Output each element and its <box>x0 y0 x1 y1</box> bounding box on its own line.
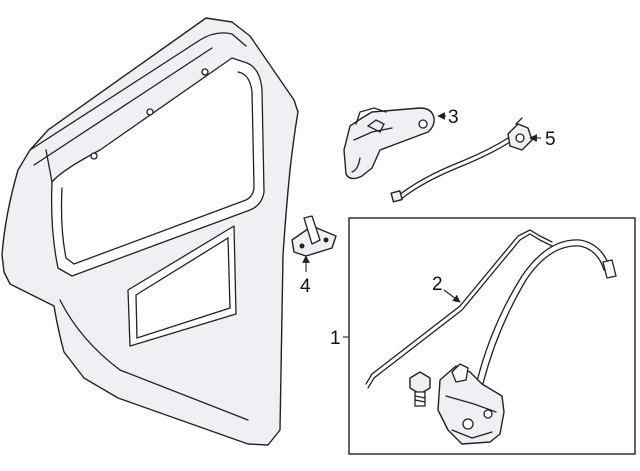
callout-1: 1 <box>330 328 341 349</box>
callout-4: 4 <box>300 276 311 297</box>
latch-assembly-part <box>437 363 505 445</box>
callout-5: 5 <box>545 129 556 150</box>
liftgate-panel <box>1 17 299 446</box>
callout-3: 3 <box>448 107 459 128</box>
rod-and-clip-part <box>390 117 533 203</box>
callout-2: 2 <box>432 274 443 295</box>
latch-kit-box <box>348 217 636 455</box>
bolt-part <box>409 371 431 407</box>
callout-leaders <box>302 112 541 338</box>
latch-cable-part <box>473 239 617 397</box>
striker-part <box>291 215 337 257</box>
outside-handle-part <box>343 107 435 180</box>
release-cable-part <box>365 229 553 389</box>
